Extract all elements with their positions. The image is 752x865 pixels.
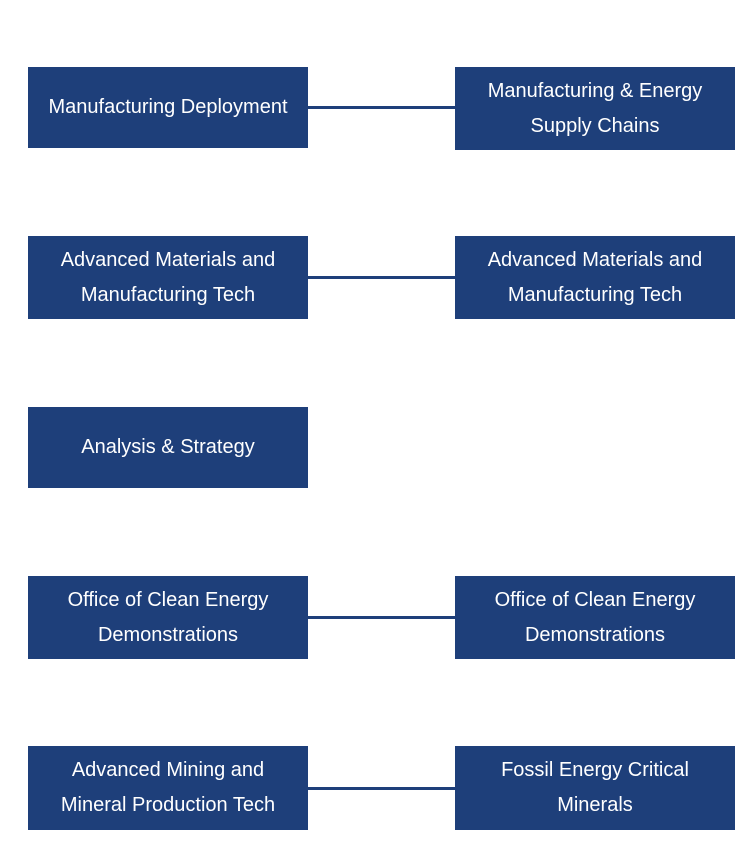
- box-advanced-materials-right: Advanced Materials and Manufacturing Tec…: [455, 236, 735, 319]
- box-advanced-materials-left: Advanced Materials and Manufacturing Tec…: [28, 236, 308, 319]
- connector-line: [308, 787, 455, 790]
- box-label-line-1: Office of Clean Energy: [494, 588, 696, 611]
- connector-line: [308, 616, 455, 619]
- box-label-line-2: Demonstrations: [524, 623, 666, 646]
- box-clean-energy-demonstrations-right: Office of Clean Energy Demonstrations: [455, 576, 735, 659]
- box-label-line-1: Office of Clean Energy: [67, 588, 269, 611]
- box-label-line-1: Fossil Energy Critical: [501, 759, 689, 781]
- box-advanced-mining: Advanced Mining and Mineral Production T…: [28, 746, 308, 830]
- box-label-line-1: Advanced Mining and: [71, 759, 265, 781]
- box-manufacturing-deployment: Manufacturing Deployment: [28, 67, 308, 148]
- box-analysis-strategy: Analysis & Strategy: [28, 407, 308, 488]
- box-clean-energy-demonstrations-left: Office of Clean Energy Demonstrations: [28, 576, 308, 659]
- box-label-line-2: Manufacturing Tech: [507, 283, 683, 306]
- box-label-line-1: Manufacturing & Energy: [487, 79, 703, 102]
- box-manufacturing-energy-supply-chains: Manufacturing & Energy Supply Chains: [455, 67, 735, 150]
- box-label-line-1: Advanced Materials and: [60, 248, 276, 271]
- box-label-line-2: Supply Chains: [530, 114, 660, 137]
- box-label-line-2: Mineral Production Tech: [60, 794, 276, 816]
- box-label-line-2: Demonstrations: [97, 623, 239, 646]
- connector-line: [308, 106, 455, 109]
- connector-line: [308, 276, 455, 279]
- box-fossil-energy-critical-minerals: Fossil Energy Critical Minerals: [455, 746, 735, 830]
- box-label: Manufacturing Deployment: [48, 96, 288, 118]
- box-label-line-1: Advanced Materials and: [487, 248, 703, 271]
- box-label-line-2: Manufacturing Tech: [80, 283, 256, 306]
- box-label-line-2: Minerals: [557, 794, 633, 816]
- box-label: Analysis & Strategy: [81, 436, 255, 458]
